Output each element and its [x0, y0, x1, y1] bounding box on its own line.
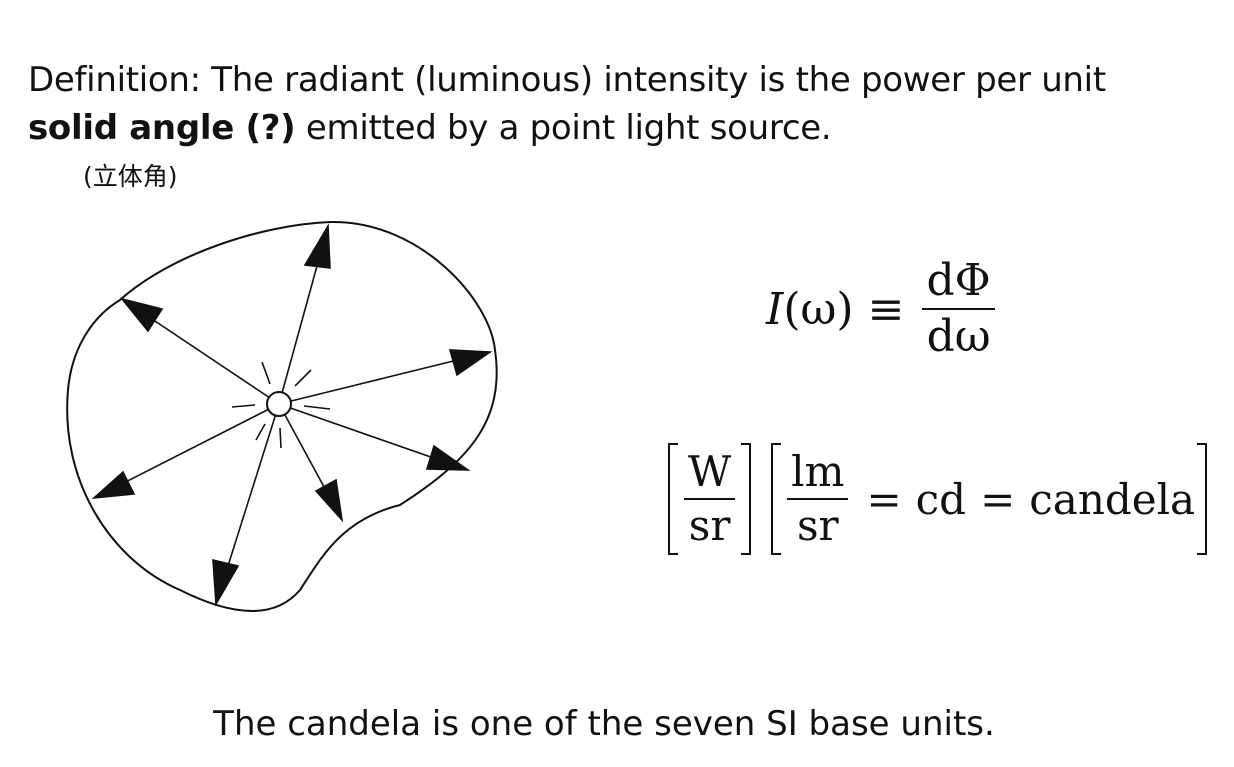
unit1-denominator: sr	[688, 501, 731, 550]
ray-arrowhead	[212, 558, 240, 607]
definition-text: Definition: The radiant (luminous) inten…	[28, 56, 1208, 152]
eq1-numerator: dΦ	[926, 254, 991, 306]
fraction-bar	[684, 498, 736, 500]
ray-arrowhead	[91, 470, 136, 500]
unit2-fraction: lm sr	[787, 446, 849, 550]
eq1-relation: ≡	[867, 283, 905, 335]
ray-arrowhead	[425, 444, 471, 471]
unit2-bracket: lm sr = cd = candela	[771, 443, 1208, 555]
unit2-denominator: sr	[796, 501, 839, 550]
eq2-abbrev: cd	[915, 474, 967, 524]
definition-bold-term: solid angle (?)	[28, 108, 296, 148]
point-light-source	[266, 391, 292, 417]
eq2-equals-1: =	[866, 474, 902, 524]
units-equation: W sr lm sr = cd = candela	[668, 442, 1208, 556]
unit2-numerator: lm	[791, 446, 845, 496]
unit1-numerator: W	[688, 446, 732, 496]
fraction-bar	[787, 498, 849, 500]
eq1-lhs-symbol: I	[766, 283, 784, 335]
fraction-bar	[922, 308, 995, 310]
definition-line-1: Definition: The radiant (luminous) inten…	[28, 60, 1106, 100]
ray-arrowhead	[119, 297, 164, 333]
ray-arrowhead	[314, 478, 344, 523]
blob-boundary	[66, 220, 498, 612]
intensity-equation: I (ω) ≡ dΦ dω	[766, 254, 999, 364]
eq2-equals-2: =	[980, 474, 1016, 524]
ray-arrowhead	[448, 349, 493, 377]
eq2-unit-name: candela	[1029, 474, 1196, 524]
eq1-denominator: dω	[926, 311, 991, 362]
footer-text: The candela is one of the seven SI base …	[213, 704, 995, 744]
eq1-lhs-arg: (ω)	[783, 283, 854, 335]
unit1-fraction: W sr	[684, 446, 736, 550]
eq1-fraction: dΦ dω	[922, 254, 995, 362]
definition-line-2-rest: emitted by a point light source.	[295, 108, 832, 148]
unit1-bracket: W sr	[668, 443, 752, 555]
ray-arrowhead	[303, 223, 331, 269]
chinese-note: (立体角)	[83, 162, 178, 191]
